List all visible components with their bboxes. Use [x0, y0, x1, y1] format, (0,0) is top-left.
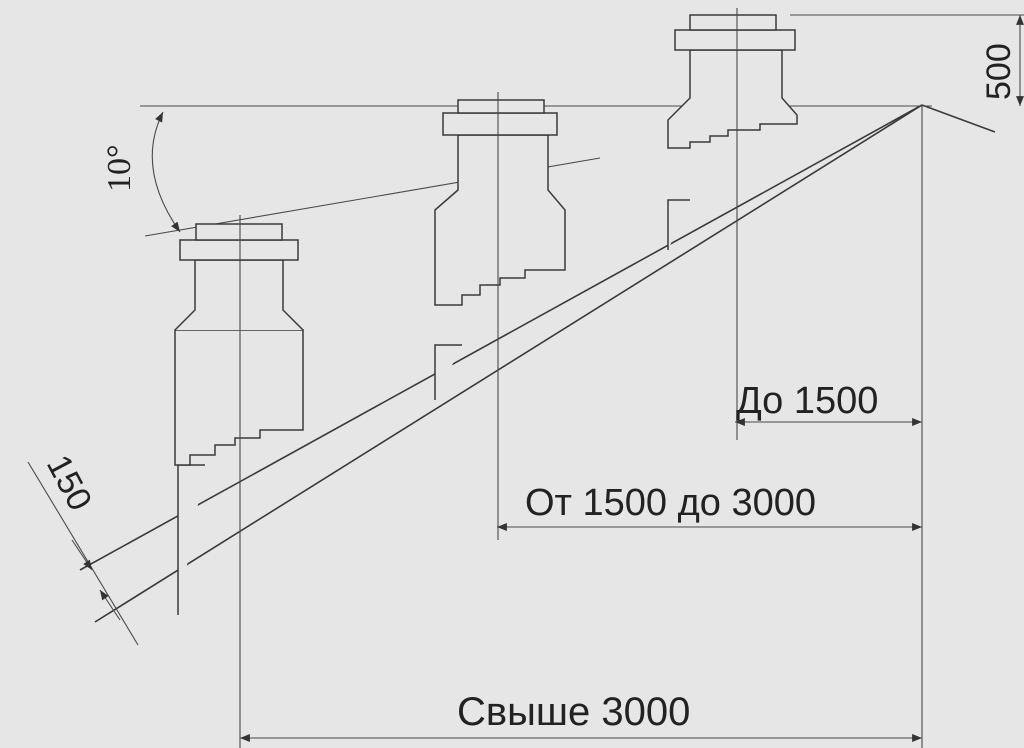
distance-short-dimension: До 1500: [735, 380, 922, 426]
angle-dimension: 10°: [101, 111, 181, 233]
height-dimension: 500: [790, 14, 1024, 106]
roof-slope: [79, 104, 996, 623]
chimney-near: [667, 8, 798, 440]
chimney-far: [174, 215, 304, 748]
height-label: 500: [980, 43, 1018, 100]
distance-short-label: До 1500: [736, 380, 878, 422]
offset-label: 150: [39, 449, 99, 517]
distance-mid-label: От 1500 до 3000: [525, 482, 816, 524]
distance-mid-dimension: От 1500 до 3000: [497, 482, 922, 531]
chimney-mid: [434, 92, 566, 540]
distance-far-dimension: Свыше 3000: [240, 690, 922, 742]
angle-label: 10°: [101, 144, 138, 192]
distance-far-label: Свыше 3000: [457, 690, 690, 734]
